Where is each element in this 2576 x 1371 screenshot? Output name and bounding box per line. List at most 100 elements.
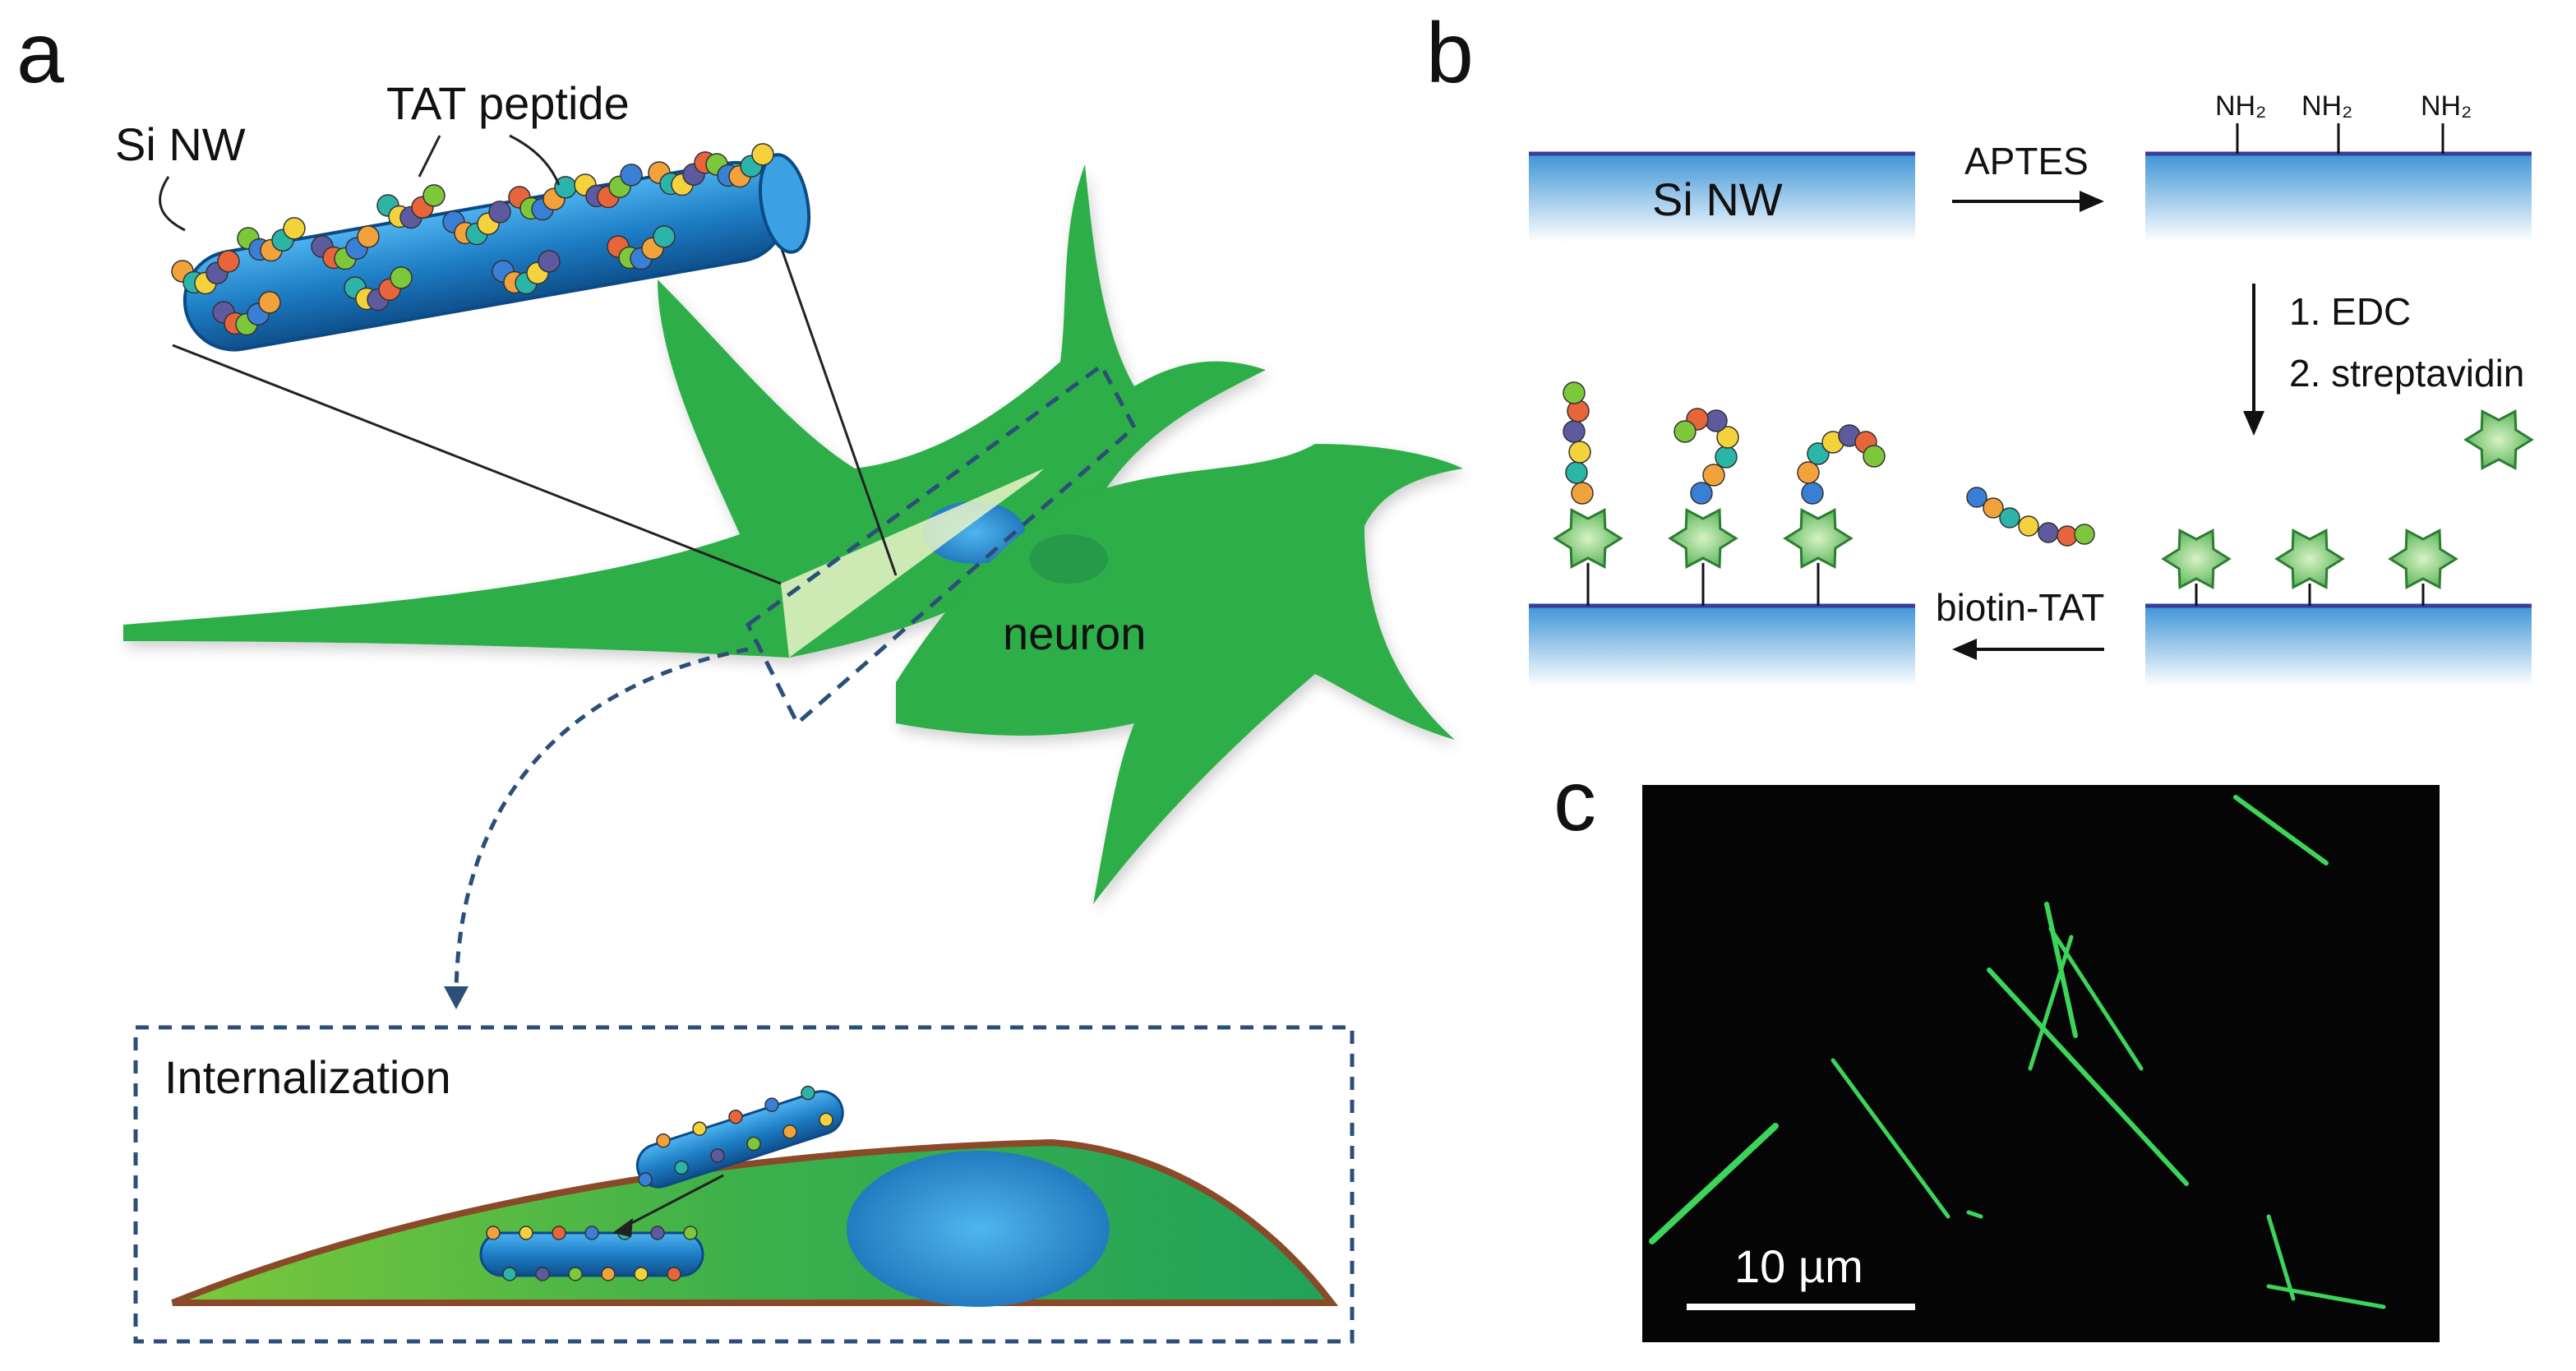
internalization-arrow-head — [612, 1218, 633, 1237]
streptavidin-icon — [1783, 507, 1854, 570]
bound-streptavidin — [2161, 528, 2458, 606]
streptavidin-icon — [1553, 507, 1623, 570]
free-tat-bead — [2018, 515, 2039, 537]
inset-bead — [568, 1267, 583, 1281]
inset-bead — [535, 1267, 550, 1281]
free-streptavidin — [2463, 409, 2534, 471]
tat-bead — [620, 164, 643, 187]
tat-bead — [1797, 461, 1820, 484]
fluorescent-nanowires — [1649, 795, 2386, 1309]
streptavidin-icon — [2463, 409, 2534, 471]
inset-bead — [728, 1109, 743, 1124]
tat-bead — [653, 225, 676, 248]
tat-bead — [1690, 482, 1713, 505]
amine-label-1: NH₂ — [2215, 90, 2266, 122]
tat-bead — [283, 217, 306, 240]
inset-bead — [674, 1160, 689, 1175]
selection-box — [745, 362, 1138, 727]
tat-bead — [1565, 461, 1588, 484]
tat-bead — [1571, 482, 1594, 505]
si-nw-pointer — [159, 176, 186, 232]
aptes-arrow-head — [2080, 191, 2104, 212]
substrate-si-nw-label: Si NW — [1652, 173, 1783, 225]
cell-cross-section — [171, 1138, 1339, 1306]
cut-plane — [781, 469, 1044, 658]
tat-bead — [751, 143, 774, 166]
inset-bead — [601, 1267, 616, 1281]
free-tat-bead — [2057, 525, 2078, 547]
internalization-arrow — [620, 1174, 724, 1230]
edc-label: 1. EDC — [2289, 290, 2411, 333]
tat-pointer-1 — [418, 135, 441, 178]
streptavidin-icon — [2388, 528, 2458, 590]
free-tat-bead — [2074, 524, 2095, 545]
si-nw-label: Si NW — [115, 118, 246, 170]
inset-bead — [782, 1124, 797, 1139]
biotin-tat-label: biotin-TAT — [1936, 586, 2104, 629]
zoom-line-right — [779, 246, 898, 576]
tat-bead — [488, 201, 511, 224]
fluorescence-micrograph — [1642, 785, 2440, 1342]
panel-c-label: c — [1553, 754, 1596, 849]
aptes-label: APTES — [1964, 140, 2089, 182]
inset-bead — [634, 1267, 649, 1281]
tat-bead — [217, 250, 240, 273]
tat-bead — [1716, 426, 1739, 449]
inset-bead — [710, 1148, 725, 1163]
fluorescent-nanowire — [2028, 935, 2074, 1071]
nanowire-main — [182, 153, 811, 352]
tat-bead — [1715, 445, 1738, 469]
fluorescent-nanowire — [1966, 1210, 1983, 1219]
inset-bead — [519, 1226, 533, 1240]
panel-c: c 10 µm — [1553, 754, 2440, 1342]
inset-bead — [650, 1226, 665, 1240]
cell-nucleus — [847, 1151, 1110, 1307]
free-tat-bead — [1966, 487, 1987, 508]
tat-bead — [1563, 420, 1586, 443]
free-tat-bead — [2038, 522, 2059, 543]
fluorescent-nanowire — [1987, 967, 2189, 1186]
inset-bead — [746, 1136, 761, 1152]
biotin-tat-arrow-head — [1952, 639, 1977, 660]
tat-peptide-beads — [171, 143, 774, 336]
streptavidin-label: 2. streptavidin — [2289, 352, 2524, 395]
inset-bead — [502, 1267, 517, 1281]
inset-arrow — [454, 647, 749, 991]
tat-bead — [1563, 381, 1586, 404]
inset-arrow-head — [444, 986, 469, 1009]
tat-bead — [1705, 409, 1728, 432]
inset-bead — [656, 1133, 671, 1148]
panel-b-label: b — [1426, 6, 1474, 101]
tat-bead — [422, 184, 445, 207]
inset-bead — [667, 1267, 681, 1281]
streptavidin-icon — [2161, 528, 2232, 590]
tat-pointer-2 — [509, 134, 561, 186]
panel-b: b Si NW APTES NH₂ NH₂ NH₂ 1. EDC 2. stre… — [1426, 6, 2534, 686]
internalization-label: Internalization — [164, 1051, 451, 1103]
fluorescent-nanowire — [2266, 1284, 2386, 1309]
inset-bead — [486, 1226, 501, 1240]
substrate-aminated — [2145, 152, 2532, 242]
tat-streptavidin — [1553, 507, 1854, 606]
streptavidin-icon — [1668, 507, 1738, 570]
tat-bead — [390, 266, 413, 289]
amine-label-2: NH₂ — [2301, 90, 2352, 122]
neuron-label: neuron — [1003, 607, 1146, 659]
fluorescent-nanowire — [2233, 795, 2329, 866]
substrate-tat — [1529, 604, 1915, 686]
tat-bead — [1801, 482, 1824, 505]
inset-bead — [801, 1085, 815, 1101]
tat-bead — [1673, 420, 1697, 443]
scale-bar-label: 10 µm — [1734, 1240, 1863, 1292]
tat-bead — [258, 291, 281, 314]
tat-bead — [357, 225, 380, 248]
inset-bead — [638, 1172, 653, 1187]
fluorescent-nanowire — [1649, 1123, 1779, 1244]
edc-arrow-head — [2243, 411, 2264, 436]
tat-bead — [1863, 445, 1886, 468]
panel-a-label: a — [16, 6, 64, 101]
internalization-inset — [133, 1025, 1355, 1344]
tat-bead — [1702, 464, 1725, 487]
